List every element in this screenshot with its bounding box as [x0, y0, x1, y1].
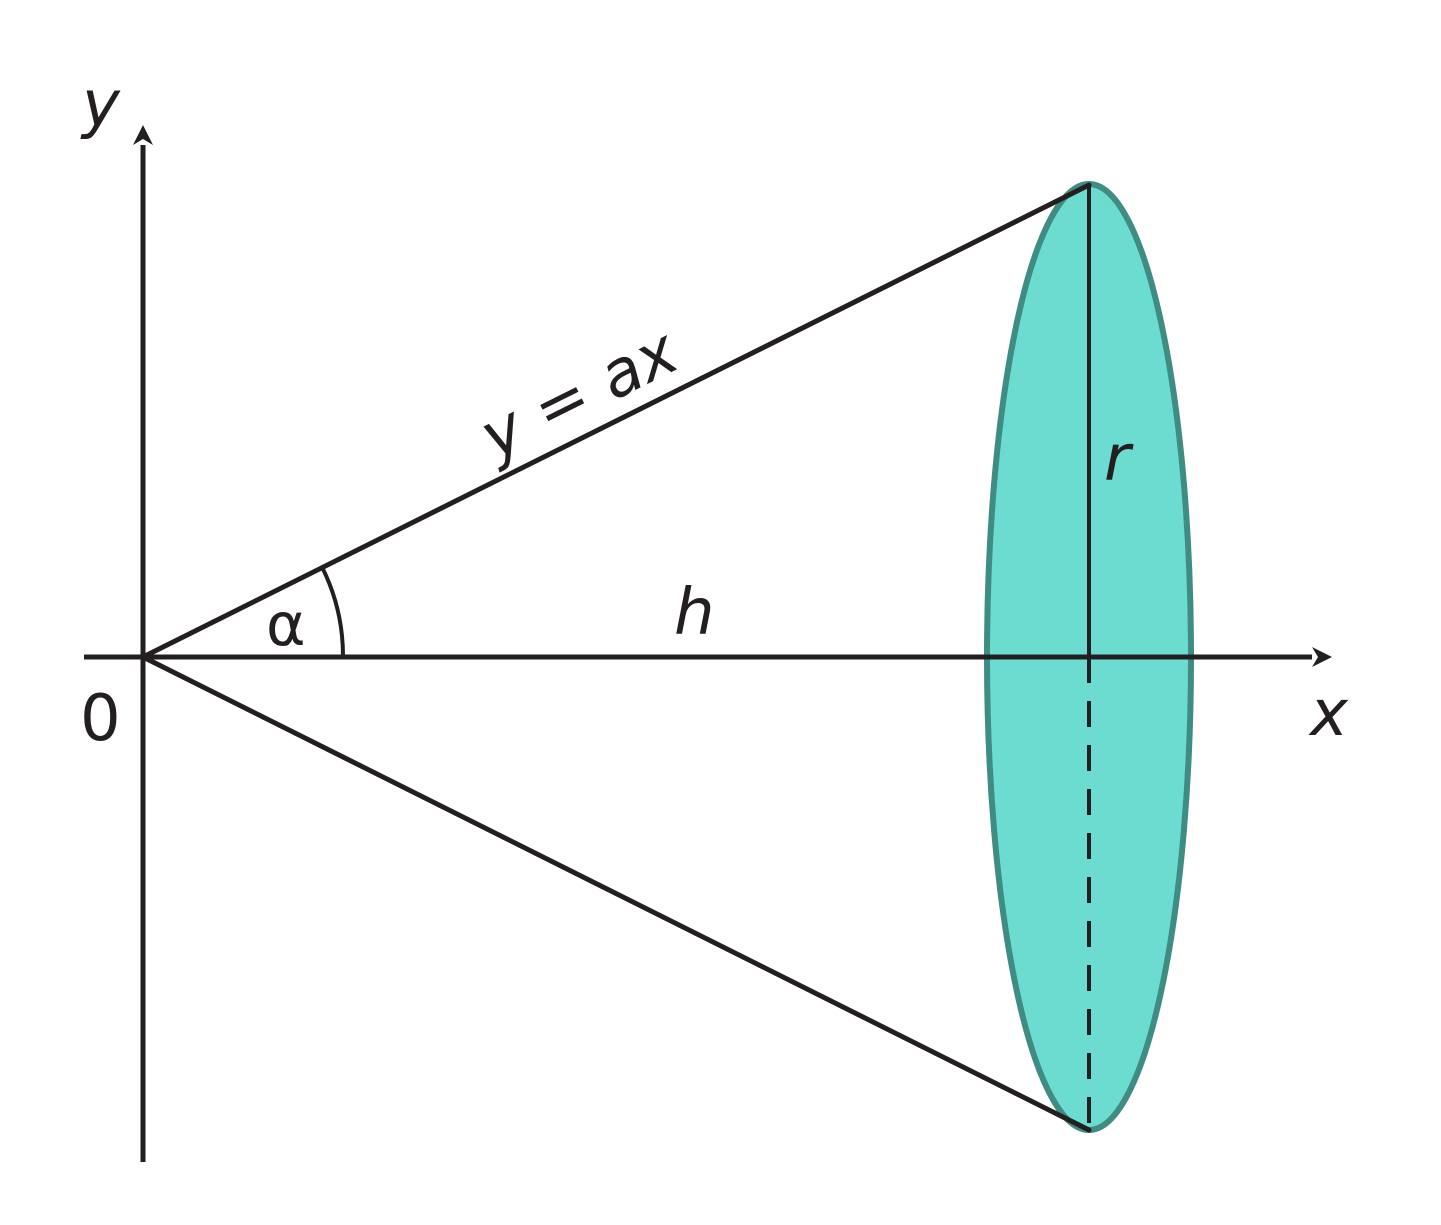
height-label: h	[674, 576, 715, 650]
y-axis-label: y	[80, 68, 121, 142]
line-equation-label: y = ax	[467, 314, 690, 475]
origin-label: 0	[80, 682, 121, 756]
angle-arc	[320, 566, 346, 658]
upper-generator-line	[140, 182, 1092, 660]
angle-label: α	[266, 590, 306, 660]
x-axis-label: x	[1308, 677, 1349, 751]
radius-label: r	[1104, 422, 1134, 496]
lower-generator-line	[140, 654, 1092, 1133]
